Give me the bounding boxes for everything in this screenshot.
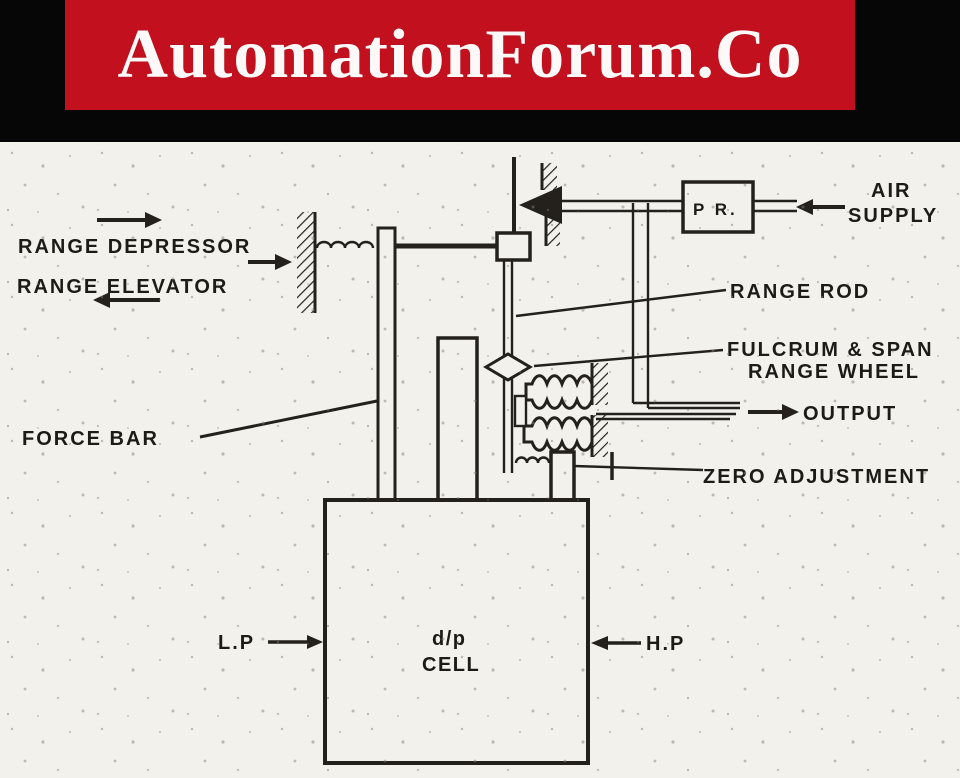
header-banner: AutomationForum.Co [65, 0, 855, 110]
header: AutomationForum.Co [0, 0, 960, 142]
brand-title: AutomationForum.Co [117, 16, 803, 93]
scan-noise-overlay [0, 142, 960, 778]
